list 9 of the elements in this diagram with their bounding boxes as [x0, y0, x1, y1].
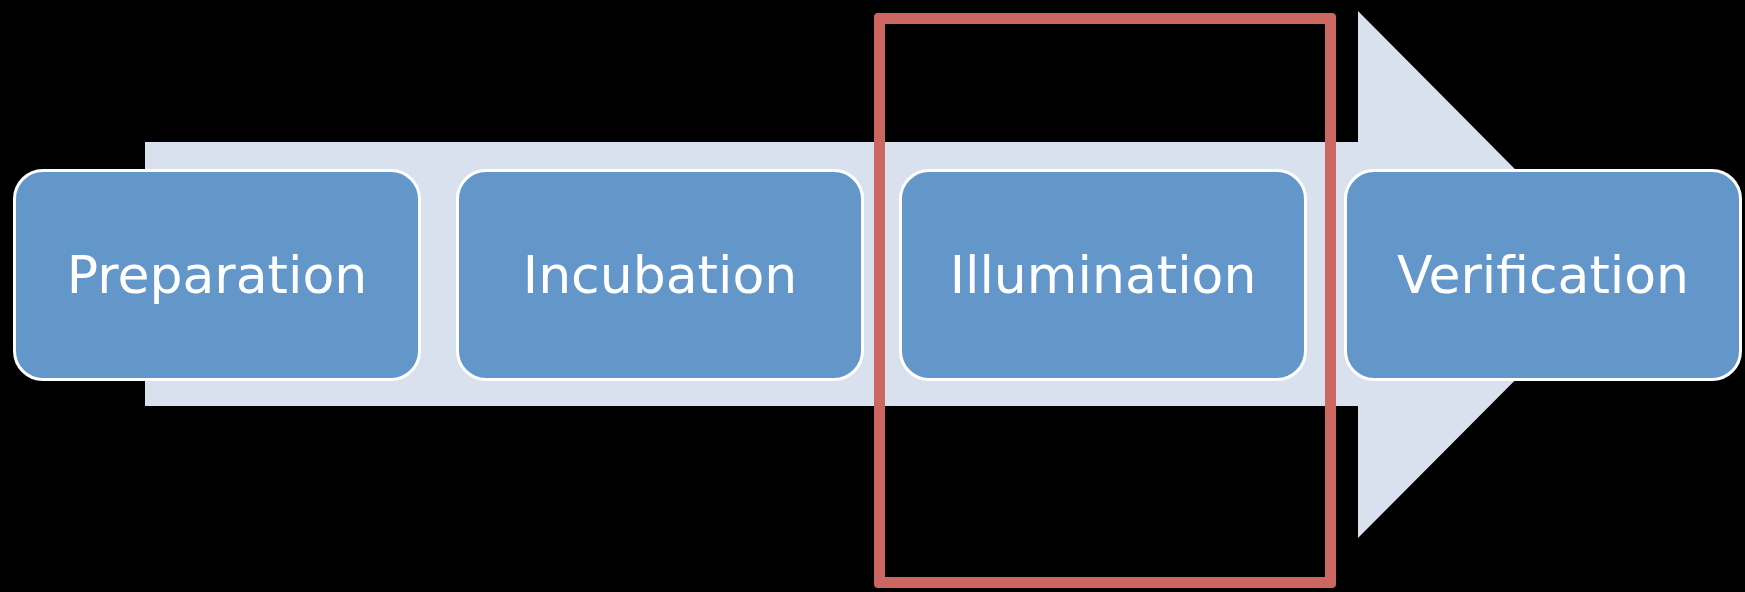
process-box: [13, 169, 421, 381]
process-box: [1344, 169, 1742, 381]
process-box: [899, 169, 1307, 381]
highlight-frame: [874, 13, 1336, 588]
step-label: Verification: [1396, 245, 1690, 305]
step-label: Incubation: [522, 245, 798, 305]
step-label: Illumination: [949, 245, 1257, 305]
step-label: Preparation: [66, 245, 368, 305]
process-box: [456, 169, 864, 381]
